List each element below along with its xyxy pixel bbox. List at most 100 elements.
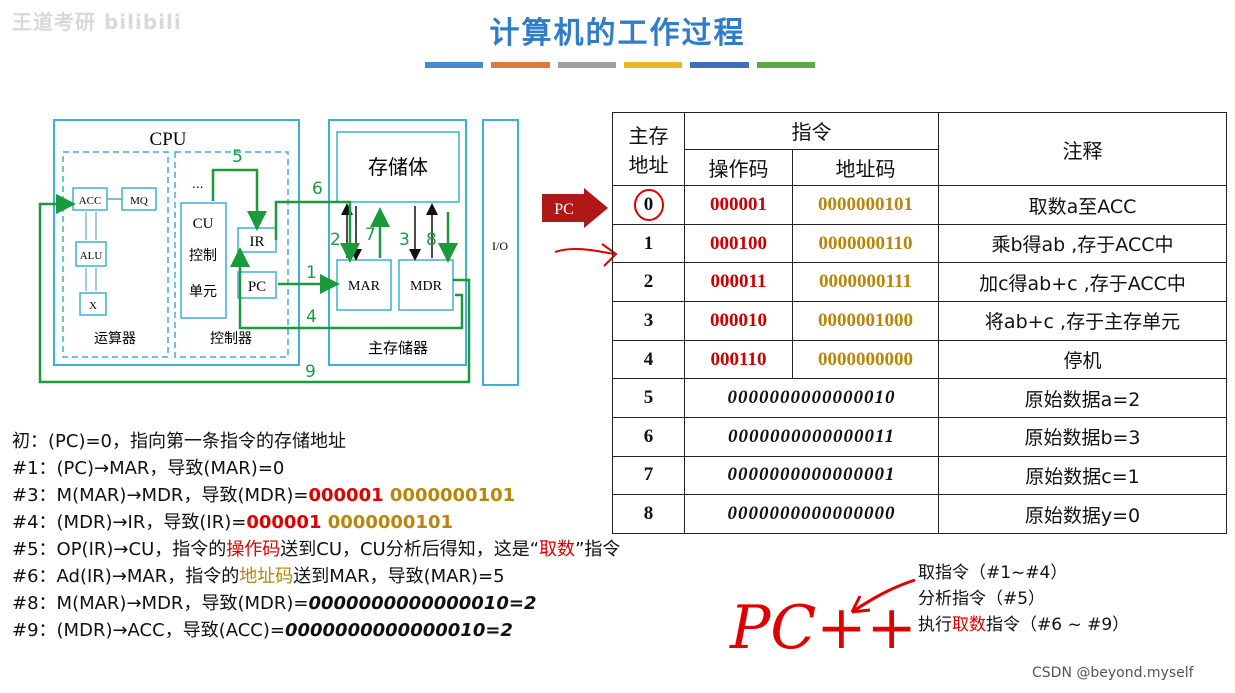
page-title: 计算机的工作过程 bbox=[489, 16, 746, 51]
table-row: 0 000001 0000000101 取数a至ACC bbox=[612, 185, 1227, 225]
addr-cell: 1 bbox=[612, 223, 685, 264]
note-cell: 原始数据y=0 bbox=[938, 494, 1227, 534]
cu-label-2: 控制 bbox=[189, 248, 217, 264]
header-note: 注释 bbox=[938, 111, 1227, 187]
control-unit-label: 控制器 bbox=[210, 331, 252, 347]
note-cell: 乘b得ab ,存于ACC中 bbox=[938, 223, 1227, 264]
step-8-text: #8：M(MAR)→MDR，导致(MDR)=0000000000000010=2 bbox=[12, 593, 537, 614]
step-9-text: #9：(MDR)→ACC，导致(ACC)=0000000000000010=2 bbox=[12, 620, 513, 641]
csdn-watermark: CSDN @beyond.myself bbox=[1032, 665, 1194, 681]
table-row: 3 000010 0000001000 将ab+c ,存于主存单元 bbox=[612, 301, 1227, 341]
storage-body-box bbox=[336, 131, 460, 203]
step-3: 3 bbox=[399, 230, 410, 250]
execution-steps: 初：(PC)=0，指向第一条指令的存储地址 #1：(PC)→MAR，导致(MAR… bbox=[12, 428, 852, 644]
addr-cell: 5 bbox=[612, 378, 685, 419]
alu-region bbox=[62, 151, 169, 358]
addr-cell: 3 bbox=[612, 301, 685, 341]
ir-label: IR bbox=[250, 234, 265, 250]
step-9: 9 bbox=[305, 362, 316, 382]
alu-box bbox=[75, 241, 107, 267]
red-circle-mark bbox=[634, 189, 664, 222]
addr-cell: 2 bbox=[612, 262, 685, 303]
mdr-box bbox=[398, 259, 454, 311]
instruction-phases: 取指令（#1~#4） 分析指令（#5） 执行取数指令（#6 ~ #9） bbox=[918, 560, 1129, 638]
data-cell: 0000000000000010 bbox=[684, 378, 939, 419]
pc-label: PC bbox=[248, 279, 266, 295]
color-bar bbox=[756, 62, 815, 68]
pc-pointer: PC bbox=[542, 188, 608, 228]
step-8: 8 bbox=[426, 230, 437, 250]
color-bar bbox=[623, 62, 683, 68]
x-box bbox=[79, 292, 107, 316]
note-cell: 原始数据c=1 bbox=[938, 455, 1227, 496]
opcode-cell: 000100 bbox=[684, 223, 793, 264]
watermark: 王道考研 bilibili bbox=[12, 10, 182, 34]
note-cell: 原始数据b=3 bbox=[938, 417, 1227, 457]
note-cell: 将ab+c ,存于主存单元 bbox=[938, 301, 1227, 341]
cpu-box bbox=[53, 119, 300, 366]
title-color-bars bbox=[425, 62, 815, 70]
step-2: 2 bbox=[330, 230, 341, 250]
step-6: 6 bbox=[312, 179, 323, 199]
table-row: 5 0000000000000010 原始数据a=2 bbox=[612, 378, 1227, 419]
phase-analyze: 分析指令（#5） bbox=[918, 589, 1046, 609]
header-opcode: 操作码 bbox=[684, 148, 793, 187]
ellipsis: ... bbox=[192, 177, 203, 191]
step-1-text: #1：(PC)→MAR，导致(MAR)=0 bbox=[12, 458, 285, 479]
opcode-cell: 000011 bbox=[684, 262, 793, 303]
color-bar bbox=[690, 62, 749, 68]
header-addrcode: 地址码 bbox=[792, 148, 939, 187]
note-cell: 原始数据a=2 bbox=[938, 378, 1227, 419]
mdr-label: MDR bbox=[410, 279, 443, 294]
note-cell: 加c得ab+c ,存于ACC中 bbox=[938, 262, 1227, 303]
pc-box bbox=[237, 271, 277, 299]
mar-label: MAR bbox=[348, 279, 381, 294]
step-1: 1 bbox=[306, 263, 317, 283]
step-5: 5 bbox=[232, 147, 243, 167]
step-6-text: #6：Ad(IR)→MAR，指令的地址码送到MAR，导致(MAR)=5 bbox=[12, 566, 505, 587]
addr-cell: 7 bbox=[612, 455, 685, 496]
table-row: 2 000011 0000000111 加c得ab+c ,存于ACC中 bbox=[612, 262, 1227, 303]
table-row: 4 000110 0000000000 停机 bbox=[612, 339, 1227, 380]
phase-execute: 执行取数指令（#6 ~ #9） bbox=[918, 615, 1130, 635]
note-cell: 停机 bbox=[938, 339, 1227, 380]
mq-label: MQ bbox=[130, 195, 148, 207]
color-bar bbox=[557, 62, 616, 68]
cu-box bbox=[180, 202, 227, 319]
addrcode-cell: 0000000110 bbox=[792, 223, 939, 264]
addrcode-cell: 0000000000 bbox=[792, 339, 939, 380]
control-region bbox=[174, 151, 289, 358]
color-bar bbox=[491, 62, 550, 68]
acc-label: ACC bbox=[79, 195, 102, 207]
color-bar bbox=[425, 62, 484, 68]
addr-cell: 0 bbox=[612, 185, 685, 225]
note-cell: 取数a至ACC bbox=[938, 185, 1227, 225]
storage-body-label: 存储体 bbox=[368, 155, 428, 179]
x-label: X bbox=[89, 300, 97, 312]
data-cell: 0000000000000000 bbox=[684, 494, 939, 534]
addr-cell: 4 bbox=[612, 339, 685, 380]
io-label: I/O bbox=[492, 239, 508, 253]
alu-unit-label: 运算器 bbox=[94, 331, 136, 347]
cu-label-3: 单元 bbox=[189, 284, 217, 300]
io-box bbox=[482, 119, 519, 386]
pc-pointer-label: PC bbox=[554, 201, 574, 218]
addrcode-cell: 0000000101 bbox=[792, 185, 939, 225]
table-row: 8 0000000000000000 原始数据y=0 bbox=[612, 494, 1227, 534]
table-row: 1 000100 0000000110 乘b得ab ,存于ACC中 bbox=[612, 223, 1227, 264]
addr-cell: 8 bbox=[612, 494, 685, 534]
main-memory-box bbox=[328, 119, 467, 366]
alu-label: ALU bbox=[80, 250, 103, 262]
header-instruction: 指令 bbox=[684, 112, 939, 150]
header-main-addr: 主存地址 bbox=[612, 111, 685, 187]
data-cell: 0000000000000011 bbox=[684, 417, 939, 457]
table-row: 6 0000000000000011 原始数据b=3 bbox=[612, 417, 1227, 457]
addr-cell: 6 bbox=[612, 417, 685, 457]
handwritten-text: PC++ bbox=[729, 593, 917, 663]
step-3-text: #3：M(MAR)→MDR，导致(MDR)=000001 0000000101 bbox=[12, 485, 516, 506]
cu-label: CU bbox=[193, 216, 214, 232]
step-4-text: #4：(MDR)→IR，导致(IR)=000001 0000000101 bbox=[12, 512, 453, 533]
opcode-cell: 000001 bbox=[684, 185, 793, 225]
step-4: 4 bbox=[306, 307, 317, 327]
opcode-cell: 000010 bbox=[684, 301, 793, 341]
